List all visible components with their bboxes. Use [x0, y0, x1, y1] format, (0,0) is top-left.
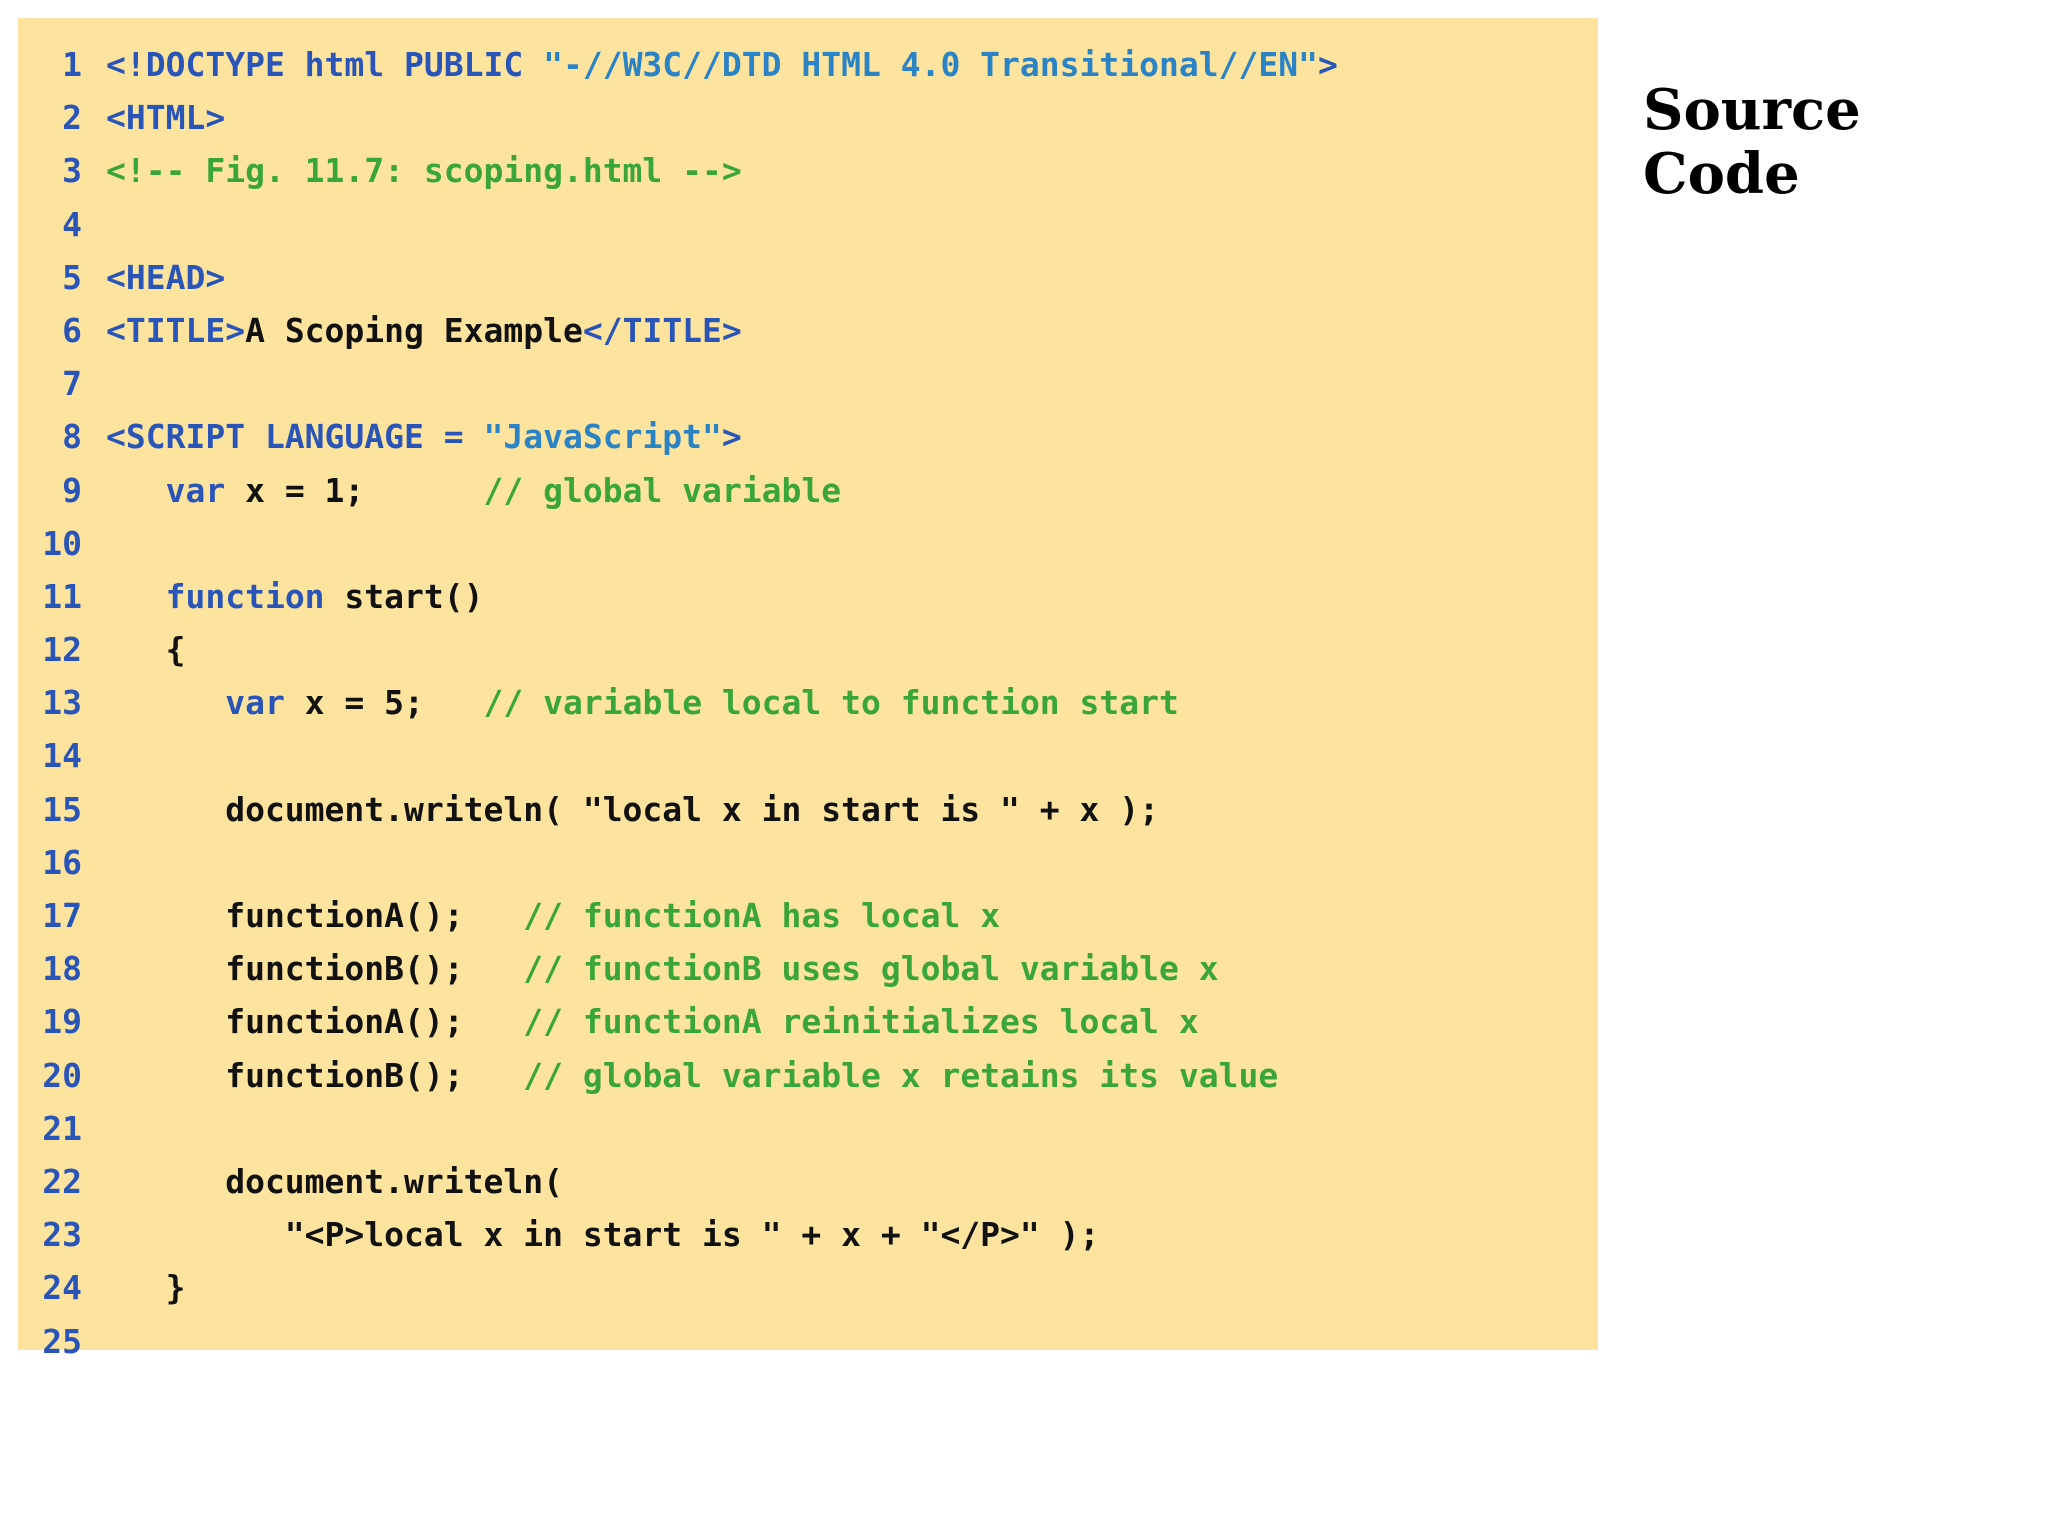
code-token: // functionA reinitializes local x	[523, 1002, 1199, 1042]
code-token: // variable local to function start	[483, 683, 1179, 723]
line-number: 2	[62, 98, 82, 138]
code-listing-panel: 1 <!DOCTYPE html PUBLIC "-//W3C//DTD HTML…	[18, 18, 1598, 1361]
line-number: 3	[62, 151, 82, 191]
code-token	[106, 577, 166, 616]
line-number: 11	[42, 576, 82, 616]
line-number: 22	[42, 1161, 82, 1201]
code-token: // global variable	[483, 470, 842, 510]
code-token: "-//W3C//DTD HTML 4.0 Transitional//EN"	[543, 45, 1318, 84]
code-token: "<P>local x in start is " + x + "</P>" )…	[106, 1215, 1100, 1255]
code-text: function start()	[106, 570, 484, 623]
line-number: 9	[62, 470, 82, 510]
line-number: 17	[42, 896, 82, 935]
line-number: 1	[62, 45, 82, 84]
code-text: <HEAD>	[106, 251, 225, 304]
code-token	[106, 471, 166, 510]
code-token: <HTML>	[106, 98, 226, 138]
code-text: var x = 5; // variable local to function…	[106, 676, 1179, 729]
slide-title: Source Code	[1643, 77, 1861, 207]
code-token: functionA();	[106, 1002, 524, 1042]
code-token	[106, 683, 225, 722]
line-number: 8	[62, 417, 82, 457]
code-text: }	[106, 1261, 186, 1314]
code-token: // functionA has local x	[523, 896, 1001, 935]
code-text: <SCRIPT LANGUAGE = "JavaScript">	[106, 410, 742, 463]
line-number: 15	[42, 789, 82, 829]
code-token: x = 5;	[284, 683, 484, 723]
code-text: "<P>local x in start is " + x + "</P>" )…	[106, 1208, 1100, 1261]
code-token: // functionB uses global variable x	[523, 949, 1219, 989]
line-number: 4	[62, 204, 82, 244]
line-number: 13	[42, 683, 82, 723]
line-number: 6	[62, 310, 82, 350]
code-token: var	[165, 470, 226, 510]
code-text: functionB(); // global variable x retain…	[106, 1049, 1278, 1102]
code-token: functionB();	[106, 1055, 524, 1095]
code-token: {	[106, 630, 186, 670]
code-token: >	[721, 417, 742, 457]
code-token: functionA();	[106, 896, 524, 935]
code-token: start()	[324, 576, 484, 616]
line-number: 25	[42, 1321, 82, 1361]
line-number: 24	[42, 1268, 82, 1308]
code-token: functionB();	[106, 949, 524, 989]
code-text: <!DOCTYPE html PUBLIC "-//W3C//DTD HTML …	[106, 38, 1338, 91]
code-token: A Scoping Example	[245, 310, 583, 350]
line-number: 23	[42, 1215, 82, 1255]
code-text: functionA(); // functionA has local x	[106, 889, 1000, 942]
code-token: <HEAD>	[106, 257, 226, 297]
code-token: x = 1;	[225, 470, 484, 510]
line-number: 16	[42, 842, 82, 882]
code-text: functionB(); // functionB uses global va…	[106, 942, 1219, 995]
code-text: document.writeln( "local x in start is "…	[106, 783, 1159, 836]
code-token: <SCRIPT LANGUAGE =	[106, 417, 484, 457]
code-text: {	[106, 623, 186, 676]
code-text: var x = 1; // global variable	[106, 464, 842, 517]
code-token: </TITLE>	[582, 310, 742, 350]
code-token: var	[225, 683, 285, 723]
code-token: <TITLE>	[106, 310, 246, 350]
code-token: >	[1317, 45, 1338, 84]
code-text: <!-- Fig. 11.7: scoping.html -->	[106, 144, 742, 197]
code-token: <!-- Fig. 11.7: scoping.html -->	[106, 151, 742, 191]
line-number: 7	[62, 364, 82, 404]
code-text: <TITLE>A Scoping Example</TITLE>	[106, 304, 742, 357]
code-text: document.writeln(	[106, 1155, 563, 1208]
line-number: 5	[62, 257, 82, 297]
line-number: 12	[42, 630, 82, 670]
line-number: 18	[42, 949, 82, 989]
line-number: 10	[42, 523, 82, 563]
line-number: 20	[42, 1055, 82, 1095]
code-token: }	[106, 1268, 186, 1308]
line-number: 21	[42, 1108, 82, 1148]
code-token: "JavaScript"	[483, 417, 722, 457]
code-token: // global variable x retains its value	[523, 1055, 1279, 1095]
code-token: document.writeln( "local x in start is "…	[106, 789, 1159, 829]
code-text: <HTML>	[106, 91, 225, 144]
code-token: function	[165, 576, 325, 616]
code-token: <!DOCTYPE html PUBLIC	[106, 45, 544, 84]
line-number: 19	[42, 1002, 82, 1042]
code-token: document.writeln(	[106, 1161, 563, 1201]
code-text: functionA(); // functionA reinitializes …	[106, 995, 1199, 1048]
line-number: 14	[42, 736, 82, 776]
